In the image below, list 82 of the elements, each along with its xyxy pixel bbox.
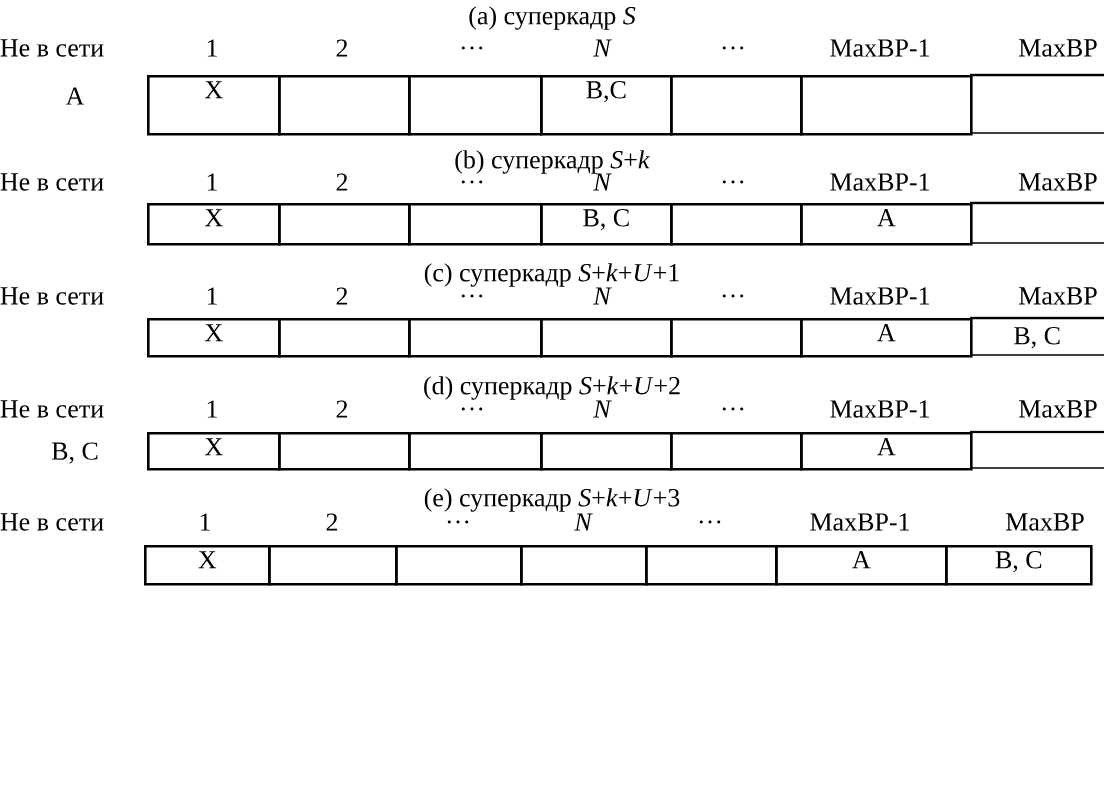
empty-cell [670, 318, 803, 358]
table-cell: B, C [969, 316, 1104, 356]
column-header: N [593, 173, 612, 191]
table-cell: A [800, 318, 973, 358]
table-cell: X [147, 432, 281, 471]
empty-cell [278, 75, 411, 136]
column-header: … [722, 180, 744, 184]
empty-cell [670, 75, 803, 136]
panel-title: (b) суперкадр S+k [455, 150, 650, 174]
empty-cell [969, 430, 1104, 469]
empty-cell [278, 318, 411, 358]
panel-title: (e) суперкадр S+k+U+3 [424, 488, 680, 512]
column-header: 1 [207, 173, 217, 191]
panel-title: (d) суперкадр S+k+U+2 [424, 376, 680, 400]
column-header: Не в сети [0, 400, 104, 418]
empty-cell [540, 432, 673, 471]
column-header: MaxBP [1019, 287, 1097, 305]
empty-cell [278, 203, 411, 246]
column-header: … [447, 520, 469, 524]
column-header: Не в сети [0, 173, 104, 191]
column-header: … [722, 46, 744, 50]
column-header: 1 [207, 400, 217, 418]
column-header: 1 [200, 513, 210, 531]
empty-cell [408, 432, 543, 471]
empty-cell [670, 432, 803, 471]
panel-title: (c) суперкадр S+k+U+1 [424, 263, 679, 287]
empty-cell [800, 75, 973, 136]
empty-cell [969, 201, 1104, 244]
column-header: 2 [336, 400, 348, 418]
empty-cell [540, 318, 673, 358]
empty-cell [670, 203, 803, 246]
table-cell: A [775, 545, 948, 586]
empty-cell [268, 545, 398, 586]
column-header: 1 [207, 39, 217, 57]
column-header: MaxBP [1019, 173, 1097, 191]
column-header: MaxBP-1 [830, 287, 929, 305]
table-cell: X [144, 545, 271, 586]
table-cell: A [800, 203, 973, 246]
column-header: 2 [336, 39, 348, 57]
empty-cell [408, 318, 543, 358]
empty-cell [278, 432, 411, 471]
empty-cell [969, 73, 1104, 134]
column-header: … [461, 294, 483, 298]
column-header: N [574, 513, 593, 531]
offline-entry: B, C [51, 442, 98, 464]
column-header: MaxBP [1019, 39, 1097, 57]
table-cell: X [147, 318, 281, 358]
column-header: Не в сети [0, 513, 104, 531]
column-header: 1 [207, 287, 217, 305]
column-header: MaxBP-1 [830, 400, 929, 418]
panel-title: (a) суперкадр S [469, 6, 636, 30]
column-header: N [593, 400, 612, 418]
column-header: … [699, 520, 721, 524]
table-cell: X [147, 203, 281, 246]
table-cell: B, C [540, 203, 673, 246]
column-header: 2 [336, 287, 348, 305]
column-header: MaxBP-1 [830, 39, 929, 57]
column-header: … [461, 46, 483, 50]
empty-cell [520, 545, 648, 586]
table-cell: B, C [945, 545, 1093, 586]
column-header: MaxBP [1006, 513, 1084, 531]
empty-cell [408, 75, 543, 136]
offline-entry: A [65, 87, 85, 105]
table-cell: B,C [540, 75, 673, 136]
empty-cell [645, 545, 778, 586]
column-header: … [722, 407, 744, 411]
column-header: … [722, 294, 744, 298]
table-cell: A [800, 432, 973, 471]
column-header: MaxBP-1 [810, 513, 909, 531]
column-header: 2 [336, 173, 348, 191]
column-header: Не в сети [0, 287, 104, 305]
column-header: 2 [326, 513, 338, 531]
column-header: MaxBP-1 [830, 173, 929, 191]
column-header: Не в сети [0, 39, 104, 57]
column-header: MaxBP [1019, 400, 1097, 418]
column-header: N [593, 287, 612, 305]
column-header: … [461, 407, 483, 411]
table-cell: X [147, 75, 281, 136]
column-header: … [461, 180, 483, 184]
column-header: N [593, 39, 612, 57]
empty-cell [408, 203, 543, 246]
empty-cell [395, 545, 523, 586]
